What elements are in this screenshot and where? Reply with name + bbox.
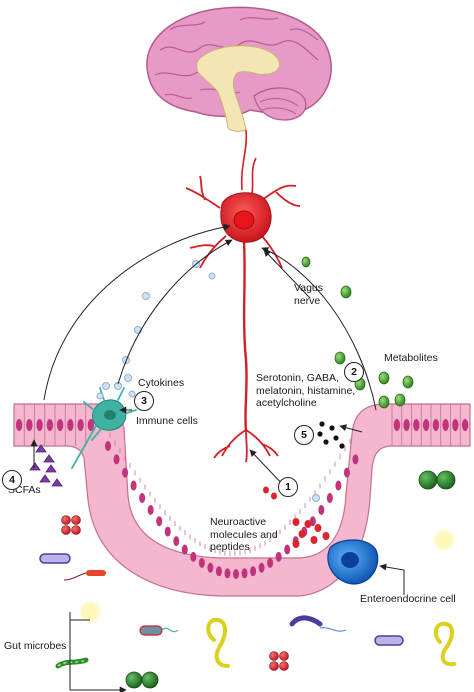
- cell-nucleus: [343, 467, 350, 478]
- metabolites-label: Metabolites: [384, 352, 438, 364]
- cell-nucleus: [326, 493, 333, 504]
- cell-nucleus: [403, 419, 410, 431]
- cell-nucleus: [241, 568, 248, 579]
- cell-nucleus: [67, 419, 74, 431]
- cell-nucleus: [275, 551, 282, 562]
- cell-nucleus: [198, 557, 205, 568]
- vagus-nerve-line-1: Vagus: [294, 282, 323, 294]
- cell-nucleus: [442, 419, 449, 431]
- gut-microbes-label: Gut microbes: [4, 640, 67, 652]
- cell-nucleus: [147, 505, 154, 515]
- cell-nucleus: [181, 544, 188, 555]
- signal-arrows: [30, 223, 405, 692]
- cell-nucleus: [173, 536, 180, 547]
- cell-nucleus: [77, 419, 84, 431]
- cell-nucleus: [432, 419, 440, 431]
- cell-nucleus: [413, 419, 420, 431]
- neuroactive-molecules: [263, 486, 330, 548]
- cell-nucleus: [156, 516, 163, 527]
- neurotransmitter-dots: [317, 421, 345, 449]
- neurotransmitters-label: Serotonin, GABA, melatonin, histamine, a…: [256, 372, 355, 410]
- immune-cells-label: Immune cells: [136, 415, 198, 427]
- cell-nucleus: [139, 493, 146, 504]
- cell-nucleus: [352, 454, 359, 465]
- neuroactive-line-1: Neuroactive: [210, 516, 267, 528]
- neurotransmitters-line-2: melatonin, histamine,: [256, 384, 356, 397]
- cytokines-label: Cytokines: [138, 377, 185, 389]
- marker-3: 3: [134, 391, 154, 411]
- cell-nucleus: [461, 419, 469, 431]
- scfa-molecules: [29, 444, 63, 487]
- neuroactive-line-3: peptides: [210, 541, 250, 553]
- marker-4: 4: [2, 470, 22, 490]
- cell-nucleus: [87, 419, 95, 431]
- cell-nucleus: [130, 480, 137, 491]
- vagus-nerve-line-2: nerve: [294, 294, 321, 307]
- cell-nucleus: [224, 568, 231, 579]
- cell-nucleus: [267, 557, 274, 568]
- cell-nucleus: [422, 419, 430, 431]
- cell-nucleus: [46, 419, 54, 431]
- cell-nucleus: [105, 441, 111, 451]
- metabolite-particles: [301, 256, 414, 409]
- cell-nucleus: [15, 419, 23, 431]
- cell-nucleus: [233, 569, 239, 579]
- cell-nucleus: [250, 566, 257, 577]
- cell-nucleus: [335, 480, 342, 491]
- neuroactive-label: Neuroactive molecules and peptides: [210, 516, 278, 554]
- vagus-nerve-label: Vagus nerve: [294, 282, 323, 307]
- cell-nucleus: [36, 419, 43, 431]
- marker-1: 1: [278, 477, 298, 497]
- neurotransmitters-line-1: Serotonin, GABA,: [256, 372, 339, 384]
- cell-nucleus: [284, 544, 291, 555]
- cell-nucleus: [215, 566, 222, 577]
- cell-nucleus: [207, 562, 214, 573]
- vagus-neuron: [185, 129, 301, 463]
- cell-nucleus: [113, 454, 120, 465]
- cell-nucleus: [190, 551, 197, 562]
- brain-illustration: [146, 6, 332, 132]
- enteroendocrine-cell: [327, 539, 379, 585]
- cell-nucleus: [258, 562, 265, 573]
- gut-microbes: [39, 470, 458, 689]
- neurotransmitters-line-3: acetylcholine: [256, 397, 317, 409]
- cell-nucleus: [164, 526, 171, 537]
- cell-nucleus: [26, 419, 33, 431]
- cell-nucleus: [393, 419, 401, 431]
- cell-nucleus: [122, 467, 129, 478]
- cell-nucleus: [452, 419, 459, 431]
- enteroendocrine-cell-label: Enteroendocrine cell: [360, 593, 456, 605]
- marker-5: 5: [294, 425, 314, 445]
- cell-nucleus: [56, 419, 64, 431]
- neuroactive-line-2: molecules and: [210, 528, 278, 541]
- cell-nucleus: [318, 505, 325, 515]
- marker-2: 2: [344, 362, 364, 382]
